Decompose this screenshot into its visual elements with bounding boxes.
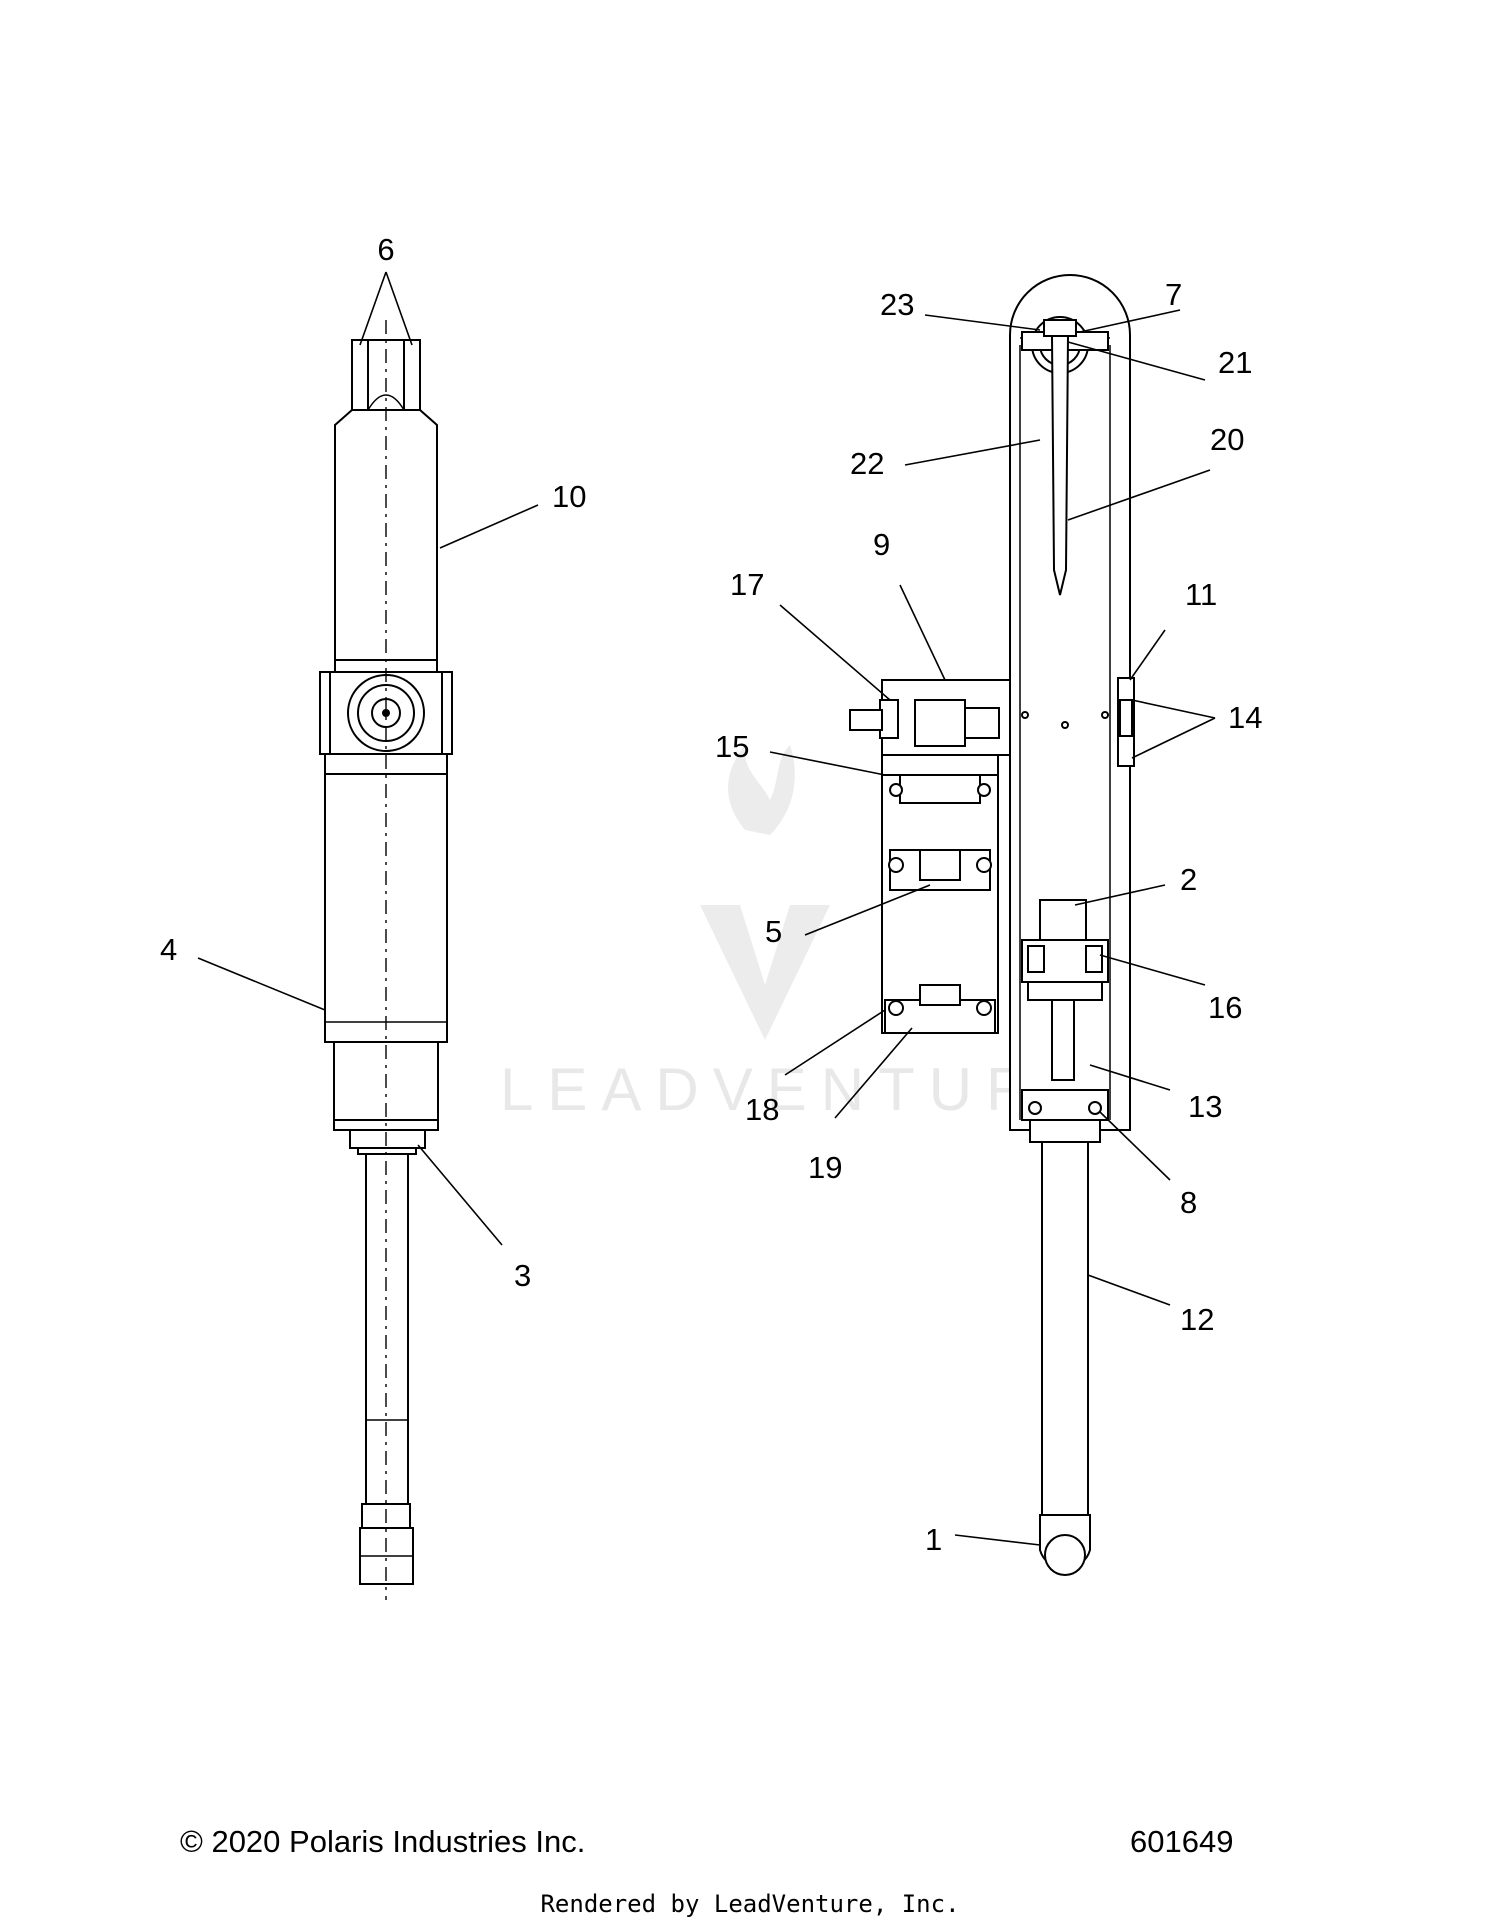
callout-15: 15 [715, 729, 749, 764]
callout-1: 1 [925, 1522, 942, 1557]
shock-cutaway-view [769, 274, 1216, 1576]
watermark-text: LEADVENTURE [500, 1056, 1097, 1123]
callout-23: 23 [880, 287, 914, 322]
callout-3: 3 [514, 1258, 531, 1293]
callout-4: 4 [160, 932, 177, 967]
footer: © 2020 Polaris Industries Inc. 601649 Re… [180, 1824, 1233, 1918]
callout-11: 11 [1185, 577, 1217, 612]
callout-12: 12 [1180, 1302, 1214, 1337]
callout-21: 21 [1218, 345, 1252, 380]
callout-16: 16 [1208, 990, 1242, 1025]
callout-14: 14 [1228, 700, 1262, 735]
callout-10: 10 [552, 479, 586, 514]
callout-5: 5 [765, 914, 782, 949]
rendered-by-text: Rendered by LeadVenture, Inc. [540, 1890, 959, 1918]
callout-6: 6 [377, 232, 394, 267]
callout-17: 17 [730, 567, 764, 602]
callout-19: 19 [808, 1150, 842, 1185]
diagram-number: 601649 [1130, 1824, 1233, 1859]
callout-22: 22 [850, 446, 884, 481]
callout-20: 20 [1210, 422, 1244, 457]
leadventure-flame-logo [700, 745, 830, 1040]
shock-exterior-view [197, 271, 539, 1600]
callout-18: 18 [745, 1092, 779, 1127]
callout-2: 2 [1180, 862, 1197, 897]
watermark: LEADVENTURE [500, 745, 1097, 1123]
callout-9: 9 [873, 527, 890, 562]
callout-8: 8 [1180, 1185, 1197, 1220]
copyright-text: © 2020 Polaris Industries Inc. [180, 1824, 585, 1859]
callout-labels: 6 10 4 3 23 7 21 22 20 9 17 11 14 15 2 5… [160, 232, 1262, 1557]
callout-7: 7 [1165, 277, 1182, 312]
callout-13: 13 [1188, 1089, 1222, 1124]
